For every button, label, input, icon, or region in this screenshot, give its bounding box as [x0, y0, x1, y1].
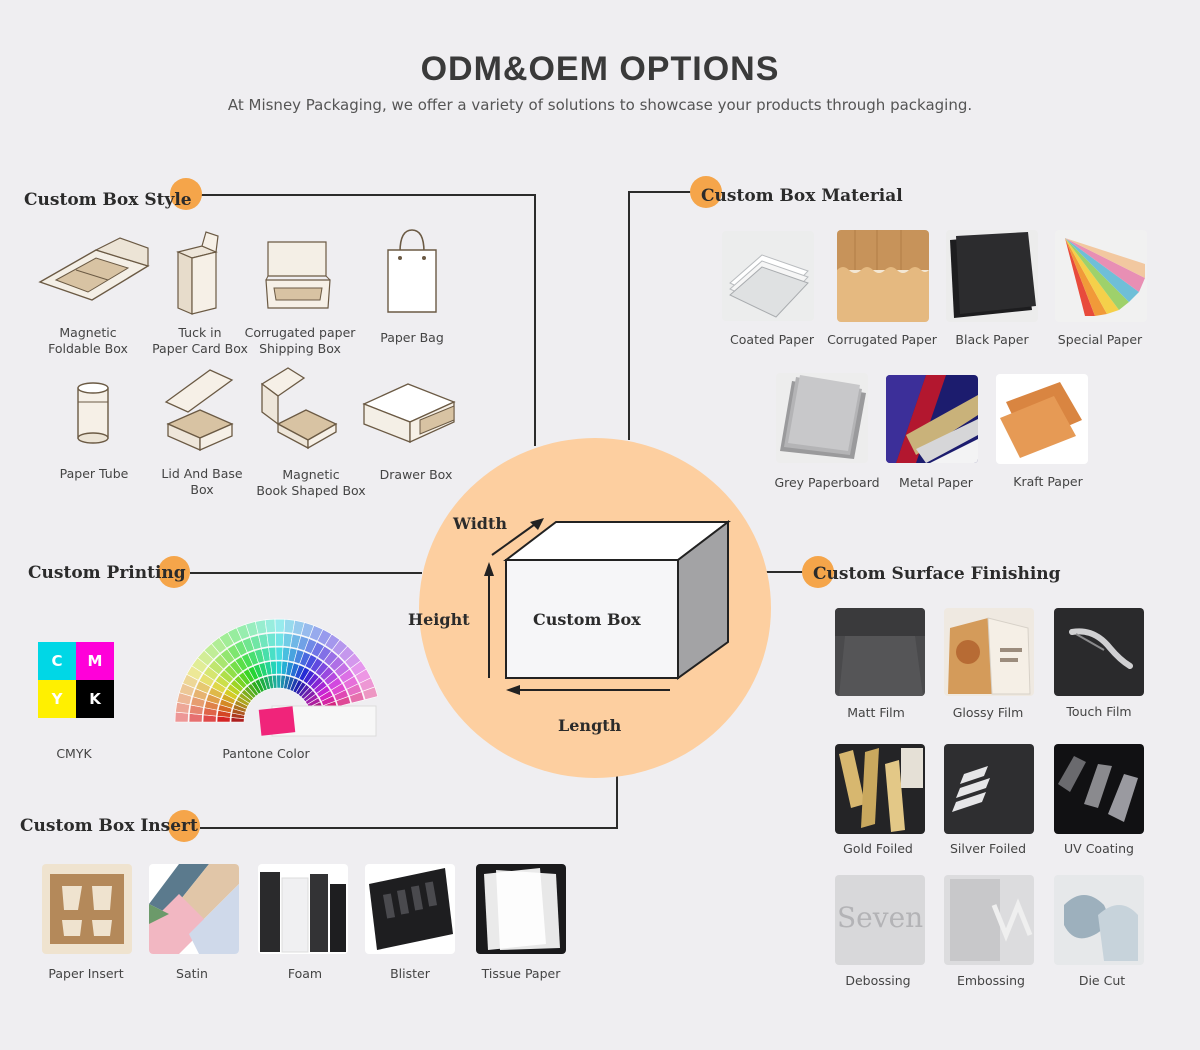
connector-box-style-v [534, 194, 536, 446]
box-style-label-7: Drawer Box [379, 467, 453, 482]
page-title: ODM&OEM OPTIONS [420, 50, 780, 88]
box-style-label-5: Lid And Base Box [161, 466, 243, 497]
box-style-label-2: Corrugated paper Shipping Box [244, 325, 356, 356]
insert-label-0: Paper Insert [48, 966, 124, 981]
cmyk-black: K [76, 680, 114, 718]
tuck-in-box-icon [172, 230, 222, 316]
satin-image [149, 864, 239, 954]
gold-foiled-image [835, 744, 925, 834]
box-style-title: Custom Box Style [24, 190, 192, 210]
connector-insert-v [616, 770, 618, 829]
kraft-paper-image [996, 374, 1088, 464]
material-label-2: Black Paper [955, 332, 1029, 347]
insert-label-2: Foam [287, 966, 323, 981]
tissue-paper-image [476, 864, 566, 954]
metal-paper-image [886, 375, 978, 463]
custom-box-illustration [484, 518, 731, 695]
box-style-label-6: Magnetic Book Shaped Box [256, 467, 366, 498]
surface-dot [802, 556, 834, 588]
page-subtitle: At Misney Packaging, we offer a variety … [227, 96, 973, 114]
book-box-icon [258, 364, 342, 452]
box-style-dot [170, 178, 202, 210]
foam-image [258, 864, 348, 954]
material-label-1: Corrugated Paper [827, 332, 937, 347]
debossing-image: Seven [835, 875, 925, 965]
surface-label-5: UV Coating [1064, 841, 1134, 856]
surface-label-6: Debossing [845, 973, 911, 988]
height-label: Height [408, 610, 470, 629]
surface-label-4: Silver Foiled [949, 841, 1027, 856]
uv-coating-image [1054, 744, 1144, 834]
surface-label-3: Gold Foiled [843, 841, 913, 856]
magnetic-foldable-box-icon [36, 236, 152, 310]
pantone-label: Pantone Color [222, 746, 310, 761]
grey-paperboard-image [776, 373, 868, 463]
box-style-label-1: Tuck in Paper Card Box [152, 325, 248, 356]
touch-film-image [1054, 608, 1144, 696]
width-label: Width [453, 514, 507, 533]
coated-paper-image [722, 231, 814, 321]
material-label-6: Kraft Paper [1013, 474, 1083, 489]
corrugated-paper-image [837, 230, 929, 322]
drawer-box-icon [360, 380, 458, 446]
connector-box-style [190, 194, 536, 196]
material-label-5: Metal Paper [899, 475, 973, 490]
surface-label-1: Glossy Film [952, 705, 1024, 720]
cmyk-yellow: Y [38, 680, 76, 718]
printing-dot [158, 556, 190, 588]
cmyk-magenta: M [76, 642, 114, 680]
surface-label-8: Die Cut [1078, 973, 1126, 988]
paper-insert-image [42, 864, 132, 954]
connector-box-material-v [628, 191, 630, 440]
insert-label-1: Satin [176, 966, 208, 981]
embossing-image [944, 875, 1034, 965]
surface-label-0: Matt Film [847, 705, 905, 720]
lid-base-box-icon [160, 366, 238, 454]
connector-insert [200, 827, 618, 829]
box-style-label-0: Magnetic Foldable Box [48, 325, 128, 356]
insert-label-3: Blister [390, 966, 430, 981]
connector-surface [766, 571, 806, 573]
glossy-film-image [944, 608, 1034, 696]
paper-bag-icon [384, 226, 440, 314]
box-label: Custom Box [533, 610, 641, 629]
connector-box-material [629, 191, 694, 193]
paper-tube-icon [74, 380, 112, 444]
connector-printing [190, 572, 422, 574]
printing-title: Custom Printing [28, 563, 186, 583]
debossing-text: Seven [837, 901, 924, 934]
box-style-label-3: Paper Bag [380, 330, 444, 345]
material-label-3: Special Paper [1057, 332, 1143, 347]
box-material-dot [690, 176, 722, 208]
pantone-fan-image [174, 618, 379, 737]
material-label-0: Coated Paper [730, 332, 814, 347]
surface-label-2: Touch Film [1066, 704, 1132, 719]
cmyk-label: CMYK [56, 746, 92, 761]
blister-image [365, 864, 455, 954]
shipping-box-icon [262, 236, 334, 314]
length-label: Length [558, 716, 622, 735]
black-paper-image [946, 230, 1038, 322]
insert-title: Custom Box Insert [20, 816, 198, 836]
silver-foiled-image [944, 744, 1034, 834]
insert-dot [168, 810, 200, 842]
cmyk-block: C M Y K [38, 642, 114, 718]
material-label-4: Grey Paperboard [774, 475, 880, 490]
surface-title: Custom Surface Finishing [813, 564, 1061, 584]
box-material-title: Custom Box Material [701, 186, 903, 206]
insert-label-4: Tissue Paper [481, 966, 561, 981]
surface-label-7: Embossing [956, 973, 1025, 988]
die-cut-image [1054, 875, 1144, 965]
box-style-label-4: Paper Tube [59, 466, 129, 481]
matt-film-image [835, 608, 925, 696]
cmyk-cyan: C [38, 642, 76, 680]
special-paper-image [1055, 230, 1147, 322]
